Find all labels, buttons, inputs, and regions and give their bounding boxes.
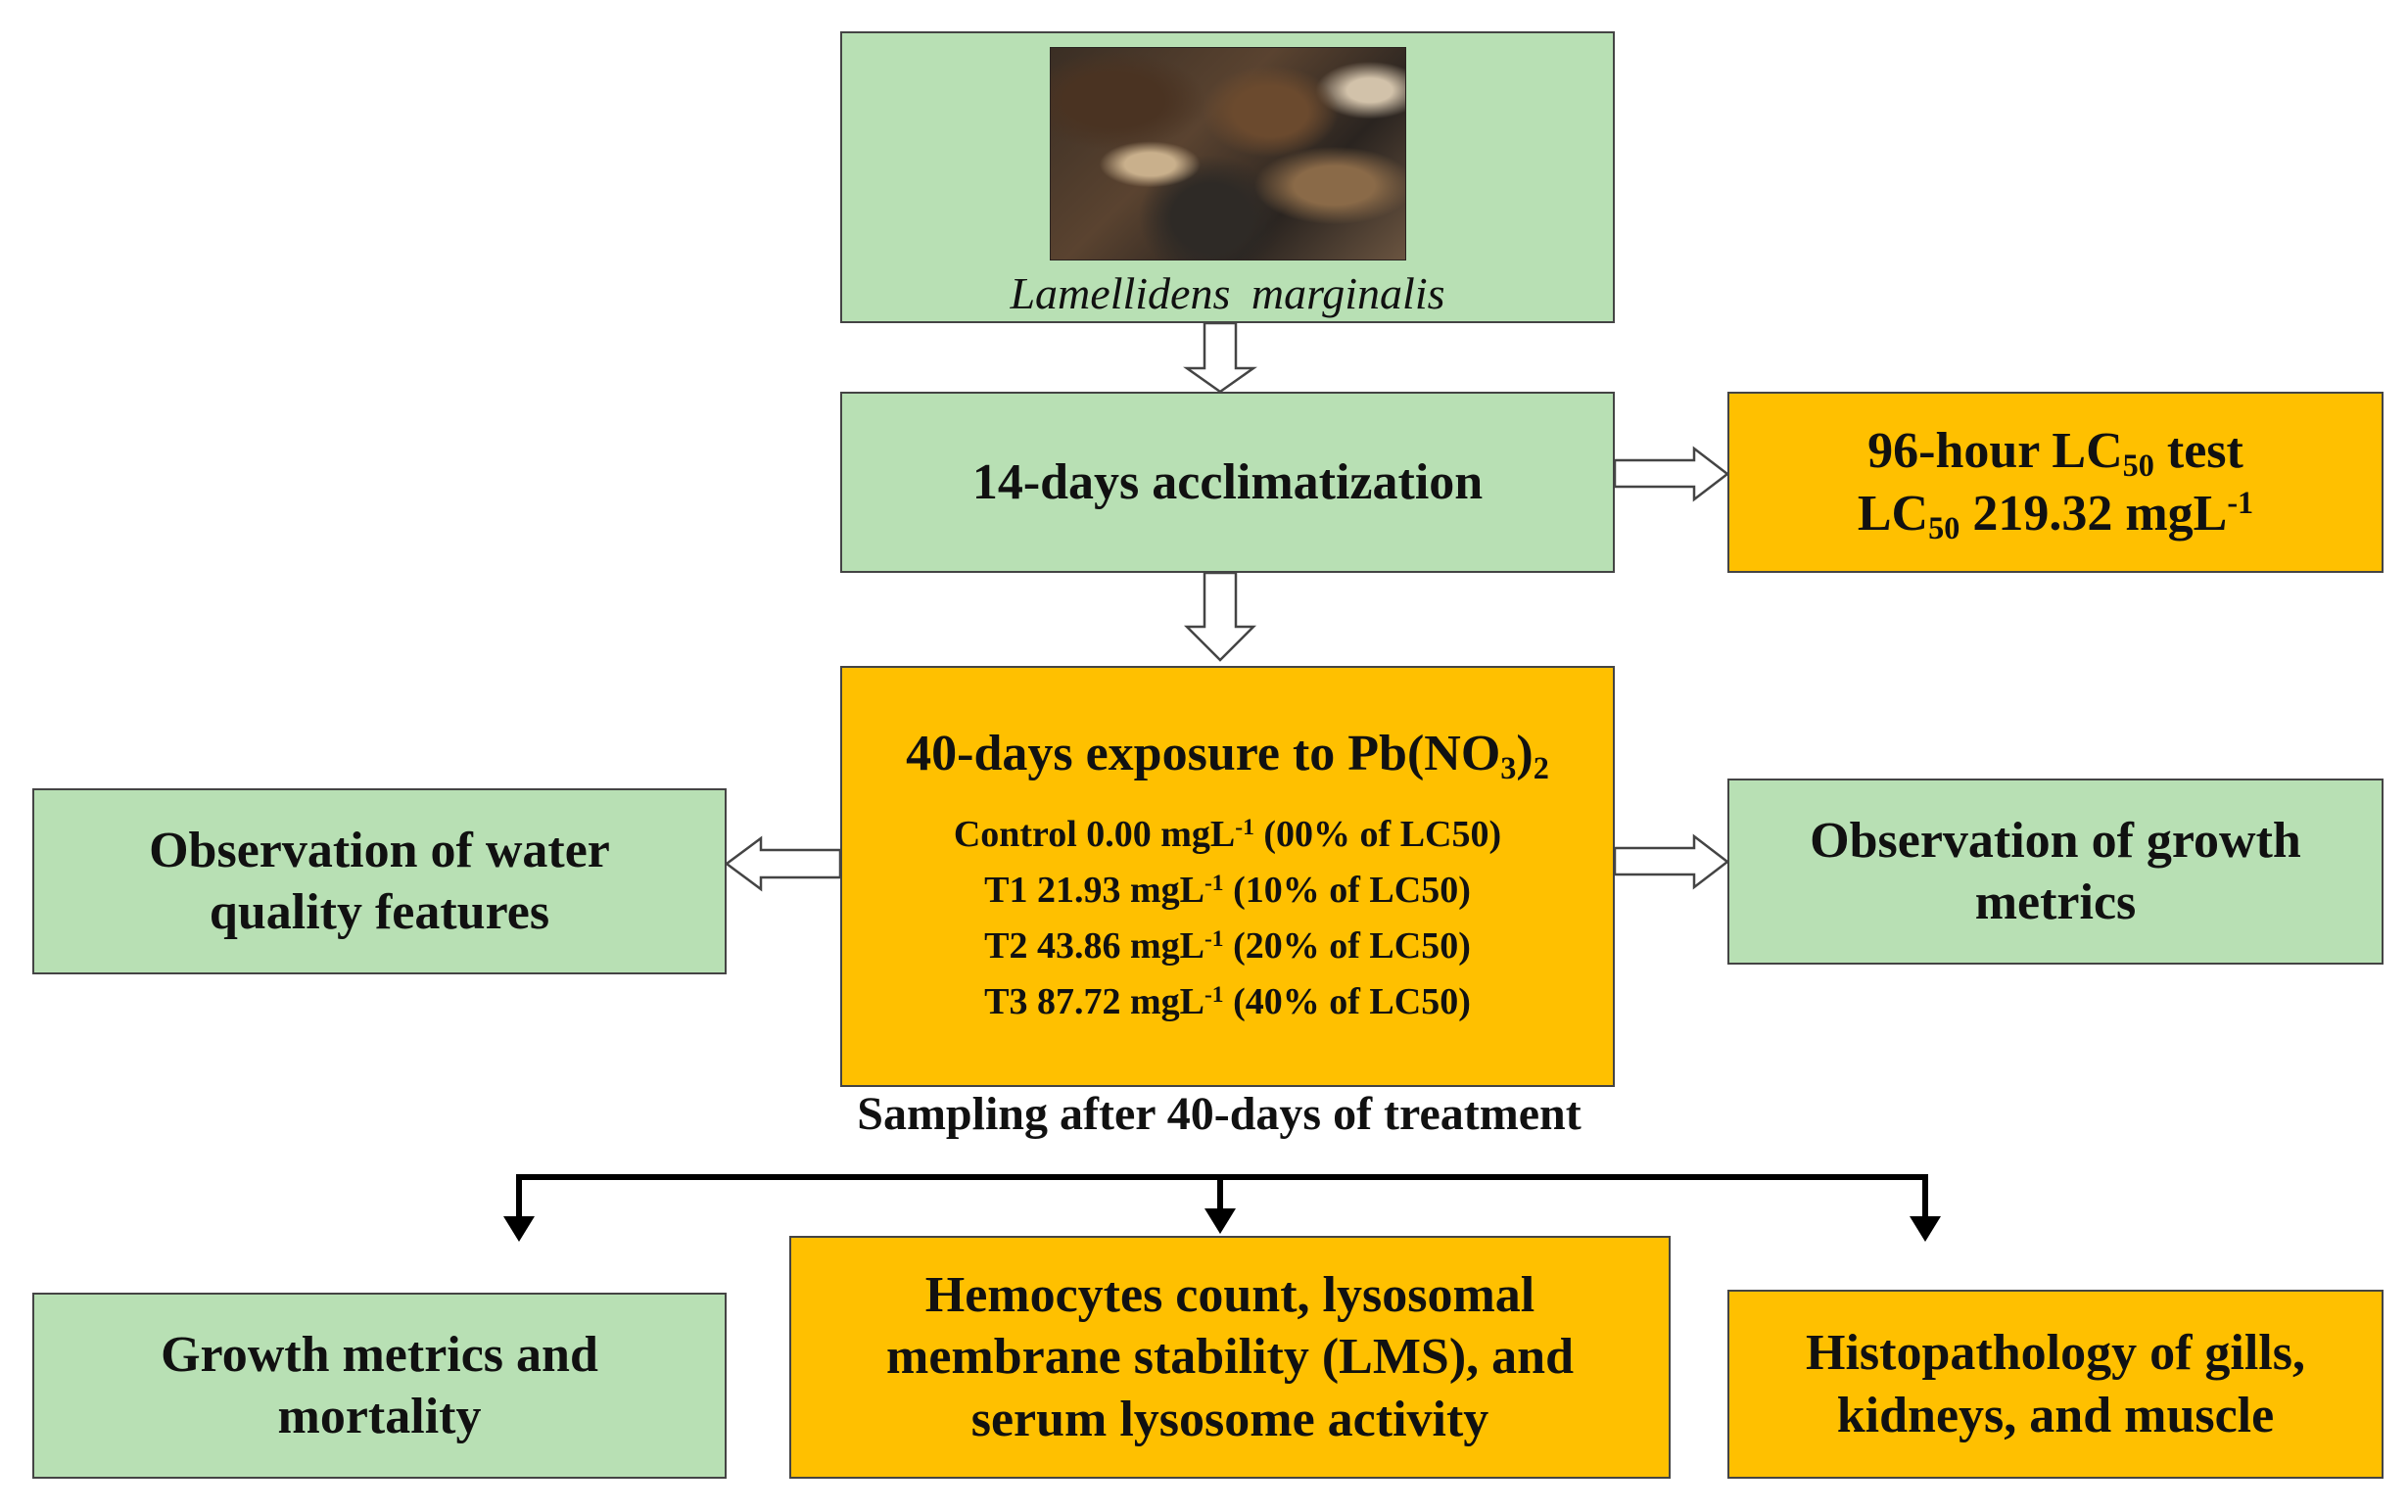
hemocytes-box: Hemocytes count, lysosomal membrane stab…: [789, 1236, 1671, 1479]
branch-connector: [516, 1174, 1928, 1222]
lc50-line1: 96-hour LC50 test: [1867, 423, 2243, 484]
branch-arrow-left: [503, 1216, 535, 1242]
water-quality-line2: quality features: [209, 884, 550, 940]
mussel-photo: [1049, 47, 1406, 260]
treatment-t3: T3 87.72 mgL-1 (40% of LC50): [984, 980, 1471, 1022]
hemocytes-line2: membrane stability (LMS), and: [886, 1329, 1574, 1386]
histopathology-box: Histopathology of gills, kidneys, and mu…: [1727, 1290, 2384, 1479]
arrow-right-lc50: [1613, 446, 1730, 502]
arrow-right-growth: [1613, 833, 1730, 890]
lc50-test-box: 96-hour LC50 test LC50 219.32 mgL-1: [1727, 392, 2384, 573]
growth-observation-line1: Observation of growth: [1810, 812, 2301, 869]
acclimatization-label: 14-days acclimatization: [971, 453, 1484, 510]
growth-mortality-line1: Growth metrics and: [161, 1326, 598, 1383]
hemocytes-line1: Hemocytes count, lysosomal: [924, 1266, 1535, 1323]
growth-mortality-line2: mortality: [277, 1389, 482, 1444]
treatment-control: Control 0.00 mgL-1 (00% of LC50): [953, 813, 1502, 855]
branch-arrow-right: [1910, 1216, 1941, 1242]
growth-observation-box: Observation of growth metrics: [1727, 779, 2384, 965]
arrow-down-1: [1183, 321, 1257, 394]
arrow-left-water: [724, 835, 842, 892]
water-quality-line1: Observation of water: [149, 822, 610, 878]
histopathology-line2: kidneys, and muscle: [1836, 1387, 2275, 1443]
treatment-list: Control 0.00 mgL-1 (00% of LC50) T1 21.9…: [954, 807, 1501, 1030]
treatment-t2: T2 43.86 mgL-1 (20% of LC50): [984, 924, 1471, 967]
exposure-box: 40-days exposure to Pb(NO3)2 Control 0.0…: [840, 666, 1615, 1087]
treatment-t1: T1 21.93 mgL-1 (10% of LC50): [984, 869, 1471, 911]
growth-observation-line2: metrics: [1974, 874, 2137, 930]
species-box: Lamellidens marginalis: [840, 31, 1615, 323]
sampling-label: Sampling after 40-days of treatment: [857, 1088, 1582, 1140]
growth-mortality-box: Growth metrics and mortality: [32, 1293, 727, 1479]
arrow-down-2: [1183, 571, 1257, 662]
acclimatization-box: 14-days acclimatization: [840, 392, 1615, 573]
exposure-title: 40-days exposure to Pb(NO3)2: [906, 726, 1549, 786]
water-quality-box: Observation of water quality features: [32, 788, 727, 974]
branch-arrow-middle: [1204, 1208, 1236, 1234]
species-name: Lamellidens marginalis: [1010, 267, 1445, 318]
histopathology-line1: Histopathology of gills,: [1806, 1325, 2305, 1382]
lc50-line2: LC50 219.32 mgL-1: [1857, 485, 2254, 545]
hemocytes-line3: serum lysosome activity: [970, 1391, 1489, 1447]
